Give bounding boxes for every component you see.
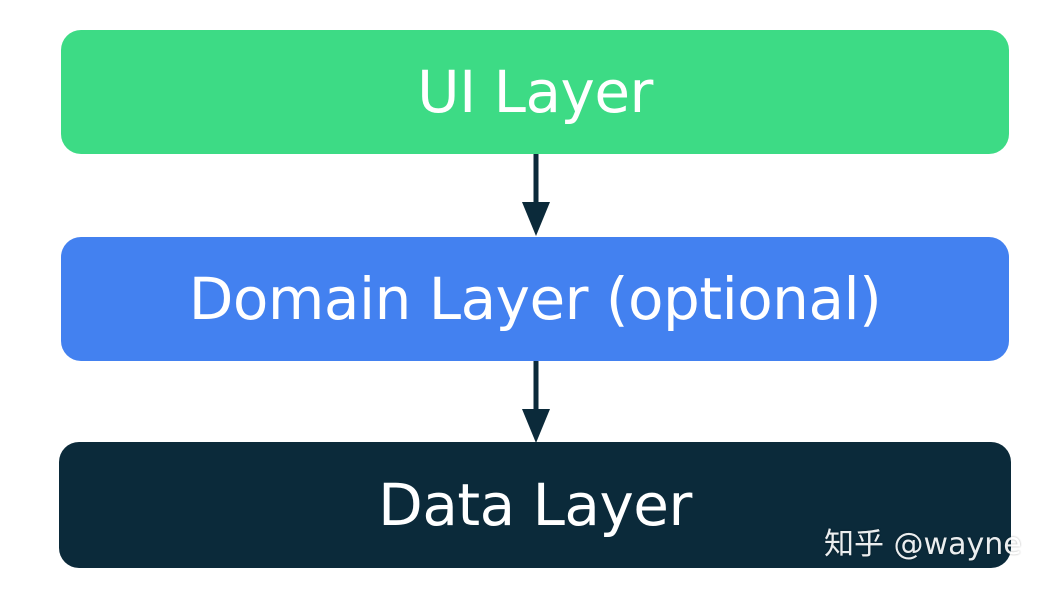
ui-layer-label: UI Layer (417, 58, 653, 126)
data-layer-box: Data Layer (59, 442, 1011, 568)
arrow-down-icon (522, 361, 550, 443)
domain-layer-label: Domain Layer (optional) (188, 265, 882, 333)
arrow-down-icon (522, 154, 550, 236)
watermark: 知乎 @wayne (824, 527, 1022, 562)
data-layer-label: Data Layer (378, 471, 692, 539)
ui-layer-box: UI Layer (61, 30, 1009, 154)
domain-layer-box: Domain Layer (optional) (61, 237, 1009, 361)
